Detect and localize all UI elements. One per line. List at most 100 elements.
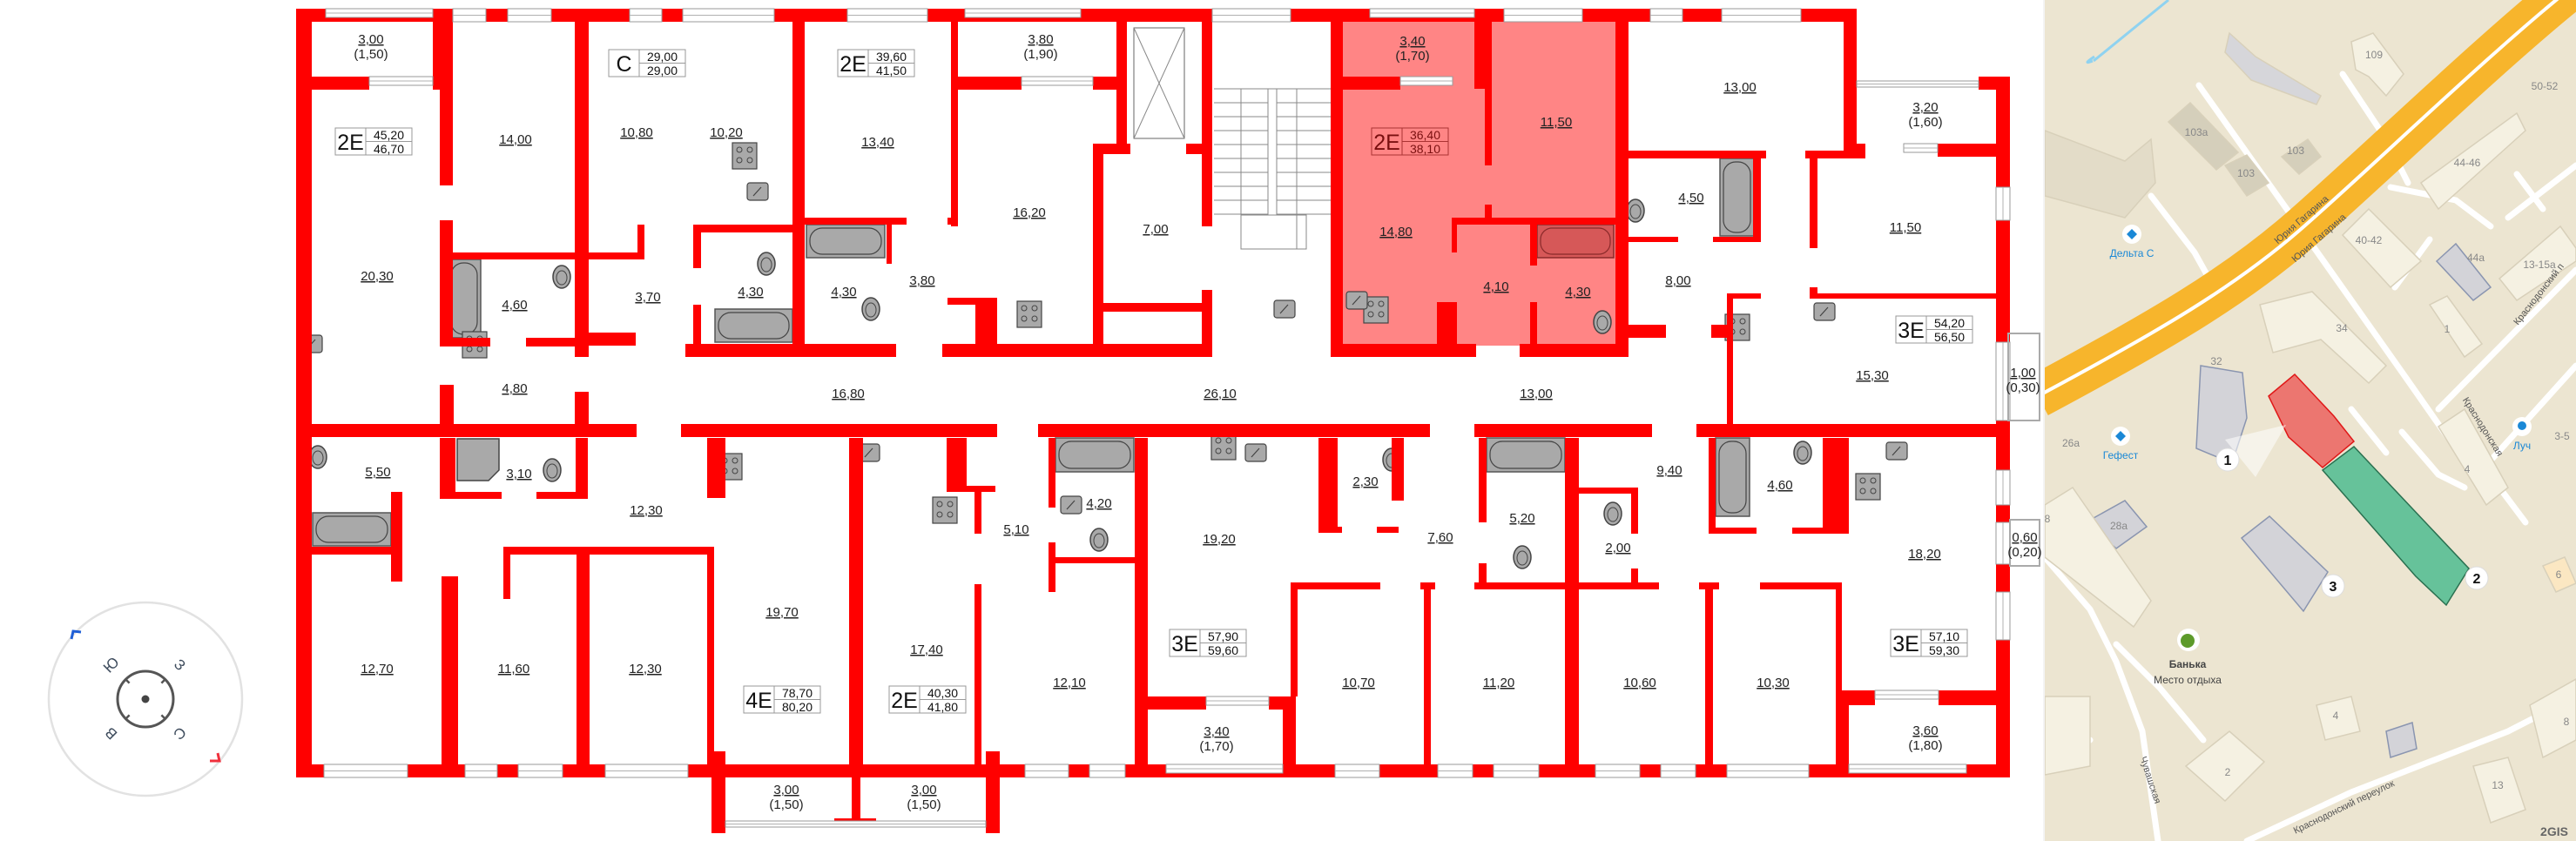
bathtub-icon [714,308,793,343]
window [368,76,434,86]
map-building[interactable] [2184,730,2266,803]
wall [440,220,453,346]
toilet-icon [543,458,562,482]
room-label: 4,60 [1767,478,1792,493]
map-building[interactable] [2498,225,2576,302]
wall [1792,528,1842,534]
window [1721,8,1802,23]
wall [1705,589,1713,764]
sink-icon [1345,291,1368,310]
map-building[interactable] [2045,486,2152,629]
map-building[interactable] [2419,111,2526,211]
window [1726,764,1810,778]
diamond-icon [2115,431,2126,441]
map-place[interactable]: Гефест [2103,427,2139,461]
map-building[interactable] [2385,722,2418,758]
room-label: 4,30 [738,285,763,299]
wall [1810,293,1997,299]
map-building[interactable] [2437,407,2509,507]
map-building[interactable] [2268,373,2356,468]
building-number: 50-52 [2532,80,2559,92]
map-building[interactable] [2280,138,2323,176]
building-marker-3[interactable]: 3 [2321,574,2345,598]
room-label: 2,30 [1352,474,1378,489]
apartment-type: 2E [1373,131,1400,155]
wall [852,764,860,825]
map-building[interactable] [2529,678,2576,759]
room-area: 5,20 [1509,511,1534,526]
room-area: 20,30 [361,269,394,284]
room-area: 3,00 [911,783,936,797]
map-building[interactable] [2259,291,2388,385]
room-area: 14,00 [499,132,532,147]
map-street [2505,162,2576,221]
wall [297,424,637,437]
room-area: 3,20 [1912,100,1938,115]
wall [1318,527,1342,533]
room-area: 3,60 [1912,723,1938,738]
map-building[interactable] [2541,556,2576,593]
wall [440,492,502,499]
map-building[interactable] [2316,696,2361,741]
map-building[interactable] [2167,101,2240,172]
room-area: 3,00 [358,32,383,47]
wall [1343,77,1400,90]
wall [947,218,958,225]
building-number: 8 [2045,513,2051,525]
room-balcony-area: (0,20) [2007,545,2041,560]
wall [1485,205,1492,218]
wall [1727,293,1733,424]
map-building[interactable] [2472,757,2526,824]
map-building[interactable] [2045,696,2091,776]
map-building[interactable] [2341,207,2423,289]
room-balcony-area: (1,80) [1908,738,1942,753]
map-buildings [2045,31,2576,824]
compass-outer-ring [47,601,244,797]
map-building[interactable] [2435,242,2492,302]
wall [440,9,453,185]
map-building[interactable] [2350,32,2404,98]
map-building[interactable] [2223,154,2270,197]
window [323,764,408,778]
map-building[interactable] [2240,515,2329,613]
map-place[interactable]: Луч [2512,417,2532,452]
wall [1452,218,1615,225]
toilet-icon [1513,545,1532,569]
wall [1291,582,1380,589]
marker-number: 2 [2473,572,2481,587]
map-building[interactable] [2045,130,2156,219]
room-label: 9,40 [1656,463,1682,478]
room-area: 15,30 [1856,368,1889,383]
apartment-type: C [616,52,631,77]
room-label: 12,30 [629,662,662,676]
map-building[interactable] [2321,445,2470,607]
map-place[interactable]: Дельта С [2110,225,2155,259]
building-marker-2[interactable]: 2 [2465,566,2489,590]
map-street [2113,641,2207,743]
wall [1565,438,1579,764]
building-marker-1[interactable]: 1 [2215,447,2240,472]
apartment-type: 3E [1892,632,1919,656]
room-label: 11,60 [498,662,529,676]
map-building[interactable] [2224,31,2322,105]
apartment-area-1: 45,20 [374,128,404,142]
map-building[interactable] [2428,295,2484,359]
building-number: 40-42 [2356,234,2383,246]
wall [958,77,1022,90]
wall [536,492,587,499]
fixtures [300,142,1908,569]
window [1024,764,1069,778]
